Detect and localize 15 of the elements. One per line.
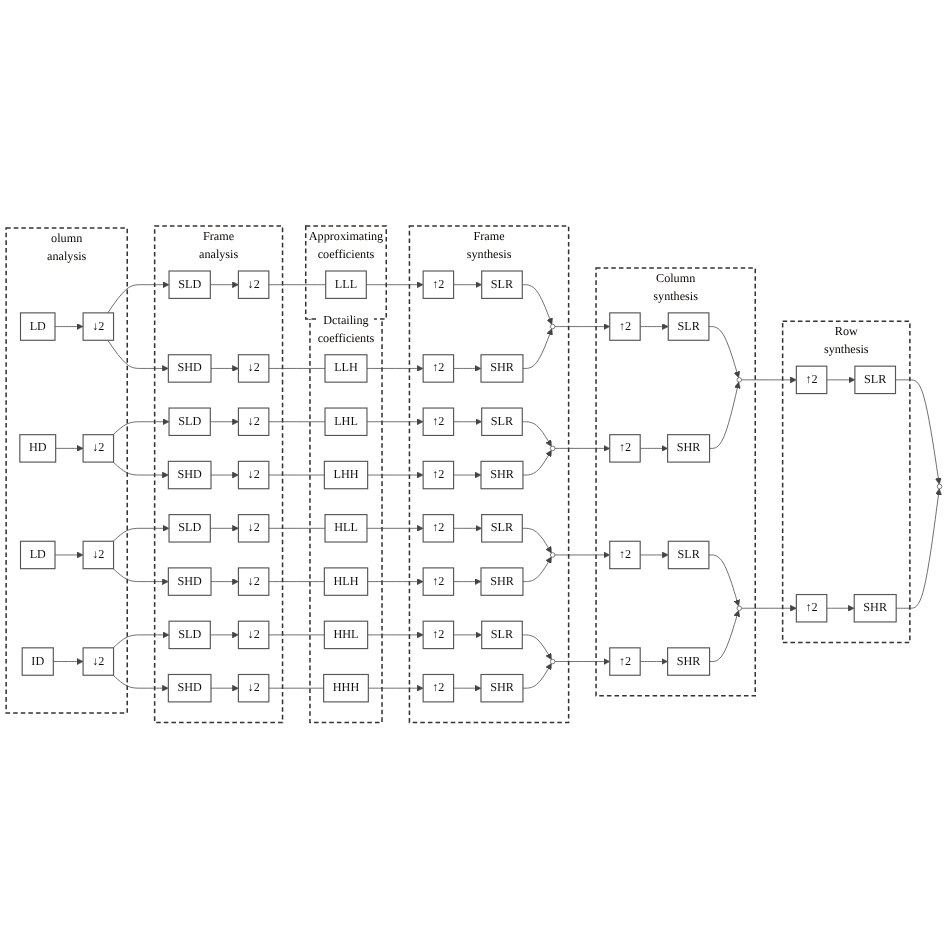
node-circle <box>736 376 742 383</box>
connector <box>268 634 325 635</box>
connector <box>268 527 326 529</box>
node-circle <box>550 445 556 451</box>
connector <box>268 367 326 369</box>
node-circle <box>550 658 556 664</box>
node-circle <box>550 323 556 329</box>
connector <box>268 580 325 582</box>
node-circle <box>736 605 742 611</box>
connector <box>268 421 326 422</box>
node-circle <box>936 483 943 489</box>
connector <box>268 284 327 285</box>
connector <box>268 474 325 476</box>
connector <box>268 687 325 689</box>
node-circle <box>550 552 556 558</box>
